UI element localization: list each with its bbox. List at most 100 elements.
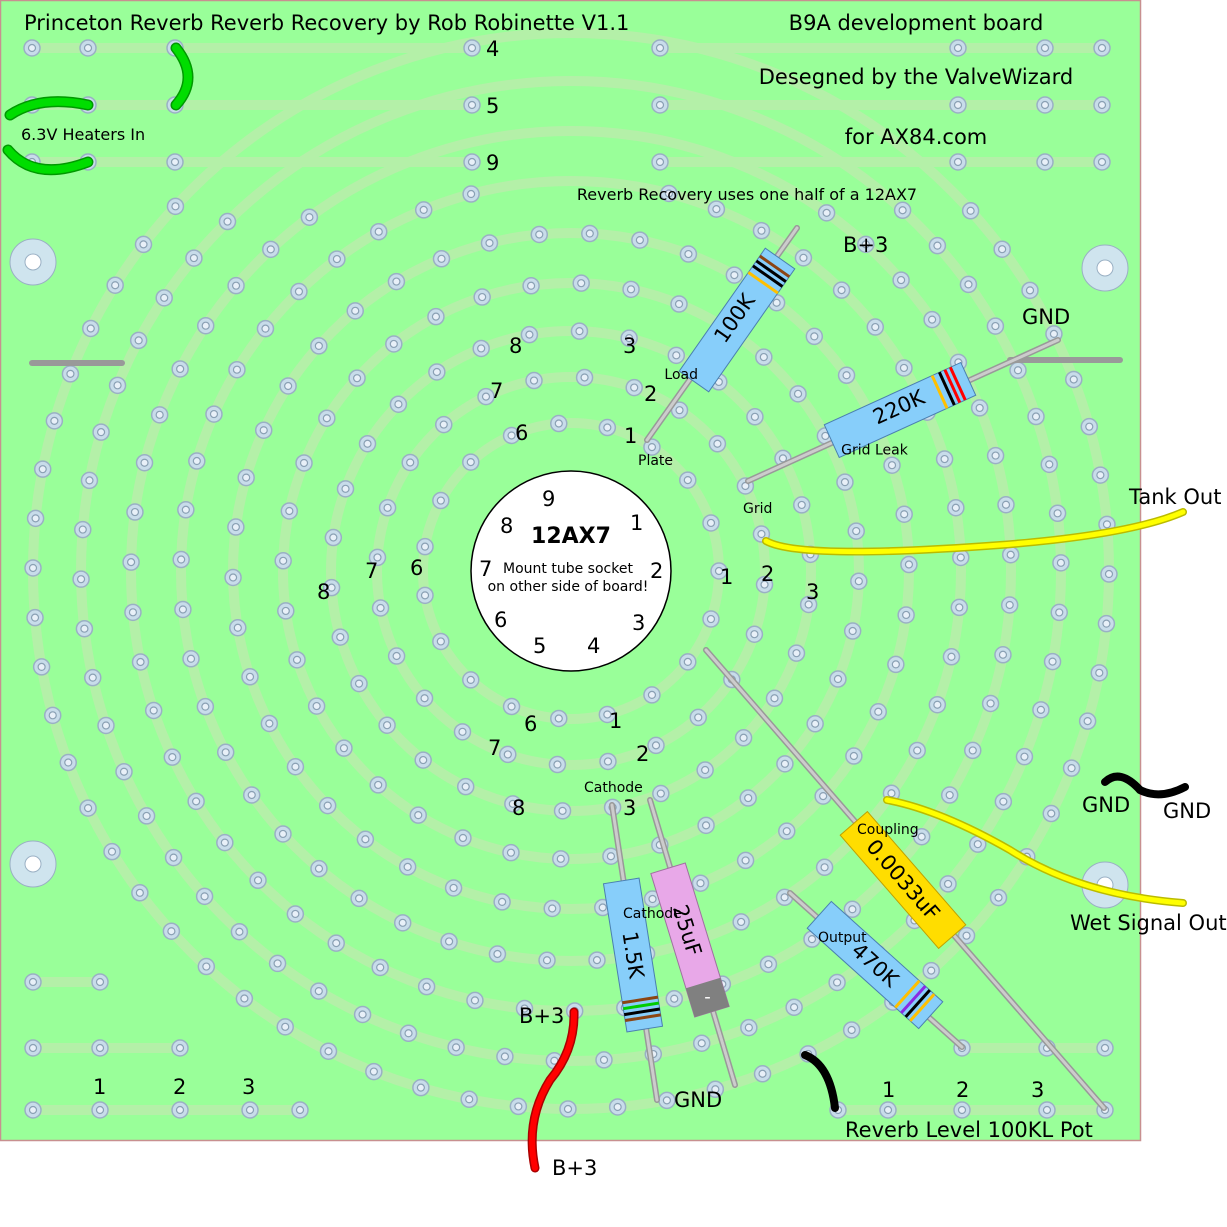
solder-pad [1100,565,1118,583]
solder-pad [477,387,495,406]
solder-pad [256,319,275,338]
ring-number: 3 [806,580,819,604]
solder-pad [262,240,280,259]
solder-pad [530,225,549,244]
solder-pad [241,1101,259,1119]
solder-pad [665,989,684,1008]
solder-pad [883,456,901,474]
solder-pad [432,632,450,651]
solder-pad [171,1101,189,1119]
solder-pad [493,893,511,911]
tube-socket: 12AX7 Mount tube socket on other side of… [470,470,672,672]
solder-pad [126,503,144,521]
solder-pad [378,499,397,517]
solder-pad [274,825,292,843]
solder-pad [496,1047,514,1066]
solder-pad [993,240,1011,258]
solder-pad [588,951,606,969]
solder-pad [399,1024,418,1043]
coupling-role: Coupling [857,822,919,838]
solder-pad [205,405,223,423]
solder-pad [227,518,245,536]
solder-pad [499,745,517,764]
solder-pad [550,709,568,728]
solder-pad [387,272,406,291]
grid-leak-resistor[interactable]: 220K Grid Leak [823,361,988,485]
solder-pad [385,335,403,353]
solder-pad [131,884,149,902]
solder-pad [163,748,182,766]
solder-pad [1096,1039,1114,1057]
solder-pad [1080,417,1099,436]
ring-trace [372,372,770,770]
solder-pad [463,39,481,57]
gnd-label: GND [674,1088,722,1112]
cathode-bypass-capacitor[interactable]: - 25uF [650,862,730,1018]
solder-pad [237,468,255,487]
pot-pin: 2 [956,1078,969,1102]
ring-number: 3 [623,796,636,820]
solder-pad [134,235,153,254]
solder-pad [356,830,375,849]
solder-pad [324,528,343,547]
solder-pad [928,695,947,714]
solder-pad [435,415,453,434]
solder-pad [778,822,796,840]
solder-pad [1036,153,1054,171]
solder-pad [187,792,205,811]
heater-wire [6,97,92,119]
solder-pad [249,871,267,890]
solder-pad [1009,361,1027,380]
solder-pad [895,359,913,377]
solder-pad [970,399,989,417]
solder-pad [310,859,328,878]
solder-pad [1093,96,1111,114]
solder-pad [336,480,355,498]
solder-pad [300,208,319,226]
solder-pad [23,39,41,57]
tube-name: 12AX7 [531,524,611,549]
solder-pad [959,275,978,294]
solder-pad [216,833,234,852]
solder-pad [961,202,980,220]
solder-pad [350,889,368,908]
solder-pad [92,423,110,441]
solder-pad [759,955,778,973]
solder-pad [752,221,771,240]
solder-pad [401,453,419,472]
solder-pad [679,653,697,671]
solder-pad [369,776,387,794]
solder-pad [949,39,967,57]
tank-out-label: Tank Out [1128,485,1221,509]
solder-pad [398,858,417,876]
tube-pin: 5 [533,634,546,658]
board-info-line: Desegned by the ValveWizard [759,65,1074,89]
solder-pad [952,548,970,567]
solder-pad [806,715,824,733]
solder-pad [171,360,189,378]
solder-pad [473,288,491,306]
solder-pad [509,1097,528,1116]
solder-pad [869,703,888,721]
solder-pad [928,236,947,255]
solder-pad [33,460,52,478]
row-label: 5 [486,94,499,118]
solder-pad [652,784,670,803]
solder-pad [137,807,156,825]
solder-pad [908,741,926,760]
solder-pad [368,548,387,567]
solder-pad [197,957,216,976]
solder-pad [26,608,44,627]
solder-pad [923,310,941,329]
solder-pad [24,559,42,577]
cathode-resistor[interactable]: 1.5K [602,877,664,1033]
solder-pad [171,1039,189,1057]
ring-number: 1 [609,709,622,733]
solder-pad [736,851,755,870]
gnd-label: GND [1082,793,1130,817]
solder-pad [679,471,697,489]
solder-pad [957,926,976,945]
pot-pin: 1 [882,1078,895,1102]
tube-pin: 9 [542,487,555,511]
solder-pad [322,578,341,597]
